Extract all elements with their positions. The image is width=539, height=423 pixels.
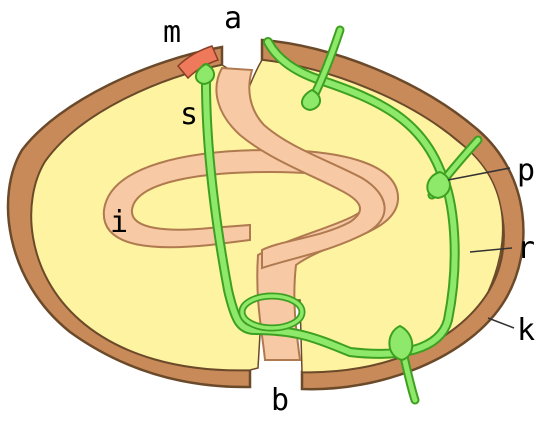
label-p: p (517, 153, 535, 188)
label-r: r (517, 231, 535, 266)
leader-line-k (488, 318, 514, 328)
label-b: b (271, 383, 289, 418)
label-m: m (163, 15, 181, 50)
label-a: a (224, 1, 242, 36)
label-k: k (517, 313, 535, 348)
label-i: i (110, 205, 128, 240)
label-s: s (180, 97, 198, 132)
